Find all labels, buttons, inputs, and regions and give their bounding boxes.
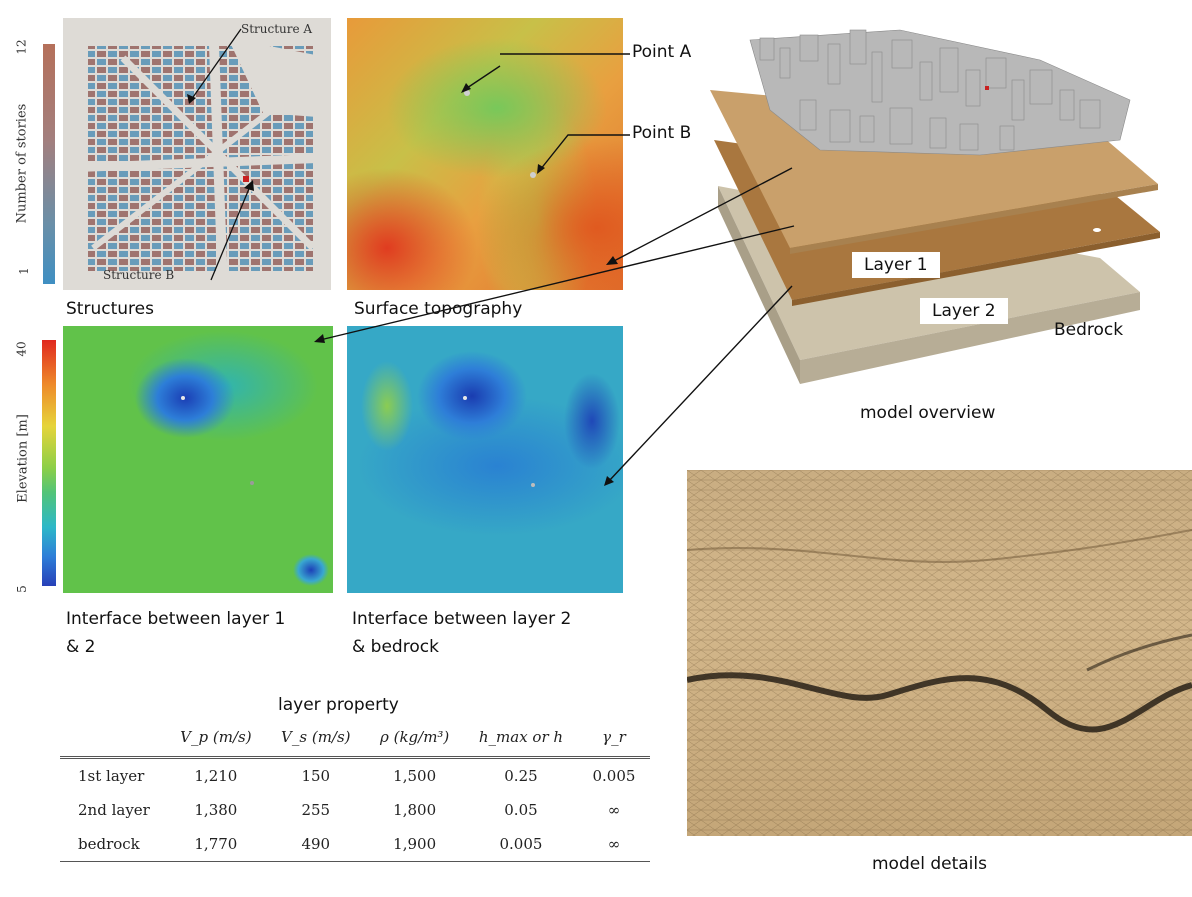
table-cell: 255 xyxy=(301,801,331,819)
table-row: bedrock 1,770 490 1,900 0.005 ∞ xyxy=(60,827,650,862)
table-header-hmax: h_max or h xyxy=(478,728,564,746)
interface-layer1-2-map xyxy=(63,326,333,593)
layer-property-table-wrap: V_p (m/s) V_s (m/s) ρ (kg/m³) h_max or h… xyxy=(60,722,650,862)
table-cell: ∞ xyxy=(607,835,621,853)
table-cell: 0.25 xyxy=(504,767,538,785)
layer1-label: Layer 1 xyxy=(852,252,940,278)
model-overview-caption: model overview xyxy=(860,403,996,423)
table-cell: 1,380 xyxy=(194,801,238,819)
interface1-caption-line1: Interface between layer 1 xyxy=(66,609,286,629)
interface2-caption-line1: Interface between layer 2 xyxy=(352,609,572,629)
interface-layer2-bedrock-map xyxy=(347,326,623,593)
interface2-caption-line2: & bedrock xyxy=(352,637,439,657)
table-cell: 1,900 xyxy=(393,835,437,853)
bedrock-label: Bedrock xyxy=(1054,320,1124,340)
table-header-rho: ρ (kg/m³) xyxy=(380,728,450,746)
point-a-label: Point A xyxy=(632,42,692,62)
city-buildings xyxy=(749,29,1131,156)
structures-caption: Structures xyxy=(66,299,154,319)
table-header-vp: V_p (m/s) xyxy=(180,728,252,746)
bedrock-slab-side xyxy=(718,186,800,384)
structure-b-label: Structure B xyxy=(103,268,175,282)
table-cell: ∞ xyxy=(607,801,621,819)
table-row-name: 1st layer xyxy=(78,767,145,785)
table-cell: 1,210 xyxy=(194,767,238,785)
table-row-name: bedrock xyxy=(78,835,140,853)
table-cell: 0.005 xyxy=(592,767,636,785)
surface-markers xyxy=(464,90,536,178)
table-cell: 0.005 xyxy=(499,835,543,853)
surface-topography-map xyxy=(347,18,623,290)
table-header-empty xyxy=(60,722,165,758)
table-header-gamma: γ_r xyxy=(602,728,626,746)
elevation-colorbar: Elevation [m] 40 5 xyxy=(6,336,56,596)
point-b-label: Point B xyxy=(632,123,692,143)
table-cell: 1,500 xyxy=(393,767,437,785)
table-row: 2nd layer 1,380 255 1,800 0.05 ∞ xyxy=(60,793,650,827)
mesh-graphic xyxy=(687,470,1192,836)
table-header-row: V_p (m/s) V_s (m/s) ρ (kg/m³) h_max or h… xyxy=(60,722,650,758)
table-cell: 1,770 xyxy=(194,835,238,853)
structures-map: Structure A Structure B xyxy=(63,18,331,290)
elevation-colorbar-gradient xyxy=(42,340,56,586)
structures-map-graphic xyxy=(63,18,331,290)
layer-property-title: layer property xyxy=(278,695,399,715)
table-row-name: 2nd layer xyxy=(78,801,150,819)
layer2-label: Layer 2 xyxy=(920,298,1008,324)
model-details-mesh xyxy=(687,470,1192,836)
bedrock-slab-front xyxy=(800,292,1140,384)
interface1-markers xyxy=(181,396,254,485)
table-cell: 1,800 xyxy=(393,801,437,819)
table-header-vs: V_s (m/s) xyxy=(281,728,351,746)
interface1-caption-line2: & 2 xyxy=(66,637,96,657)
layer-property-table: V_p (m/s) V_s (m/s) ρ (kg/m³) h_max or h… xyxy=(60,722,650,862)
table-cell: 0.05 xyxy=(504,801,538,819)
surface-topography-caption: Surface topography xyxy=(354,299,523,319)
table-row: 1st layer 1,210 150 1,500 0.25 0.005 xyxy=(60,758,650,794)
structure-a-label: Structure A xyxy=(241,22,313,36)
stories-colorbar-gradient xyxy=(43,44,55,284)
model-details-caption: model details xyxy=(872,854,987,874)
table-cell: 150 xyxy=(301,767,331,785)
stories-colorbar: Number of stories 12 1 xyxy=(6,36,56,286)
table-cell: 490 xyxy=(301,835,331,853)
interface2-markers xyxy=(463,396,535,487)
